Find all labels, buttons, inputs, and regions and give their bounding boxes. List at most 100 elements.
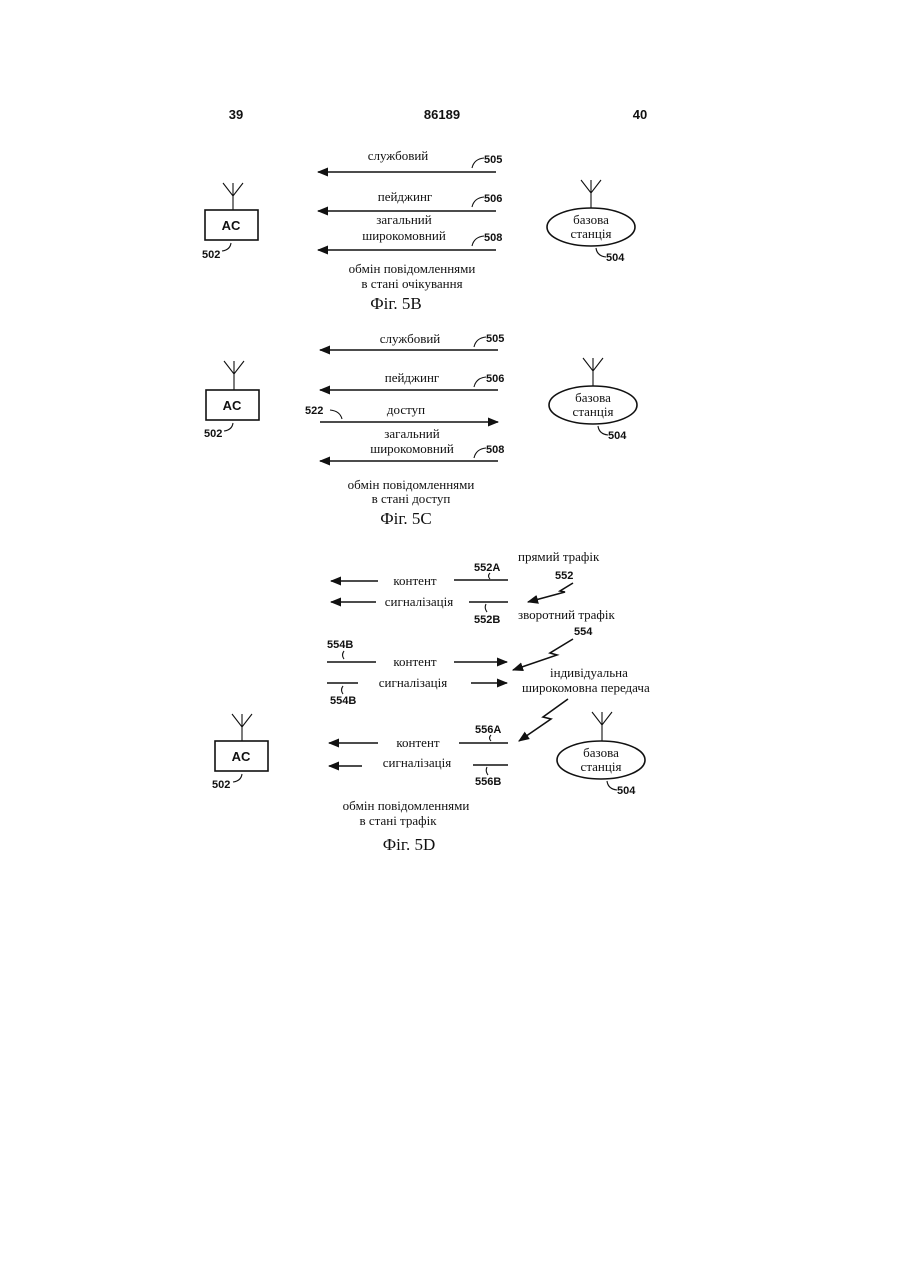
- ref-b: 556B: [475, 776, 501, 788]
- antenna-icon: [223, 183, 243, 210]
- base-station-label-line2: станція: [581, 759, 622, 774]
- channel-label: пейджинг: [385, 370, 440, 385]
- base-station-label-line2: станція: [573, 404, 614, 419]
- ref-leader: [222, 243, 231, 251]
- ref-a: 556A: [475, 724, 501, 736]
- base-station: базова станція 504: [547, 180, 635, 264]
- ref-leader: [489, 573, 491, 579]
- antenna-icon: [581, 180, 601, 208]
- mobile-station: AC 502: [204, 361, 259, 440]
- figure-5c: AC 502 службовий 505 пейджинг 506 доступ…: [204, 331, 637, 528]
- channel-ref: 508: [484, 232, 502, 244]
- ref-leader: [474, 377, 486, 387]
- figure-description-line2: в стані трафік: [359, 813, 437, 828]
- channel-ref: 505: [484, 154, 502, 166]
- ref-leader: [233, 774, 242, 782]
- forward-traffic-title: прямий трафік: [518, 549, 600, 564]
- ref-leader: [472, 158, 484, 168]
- content-label: контент: [396, 735, 440, 750]
- lightning-arrow-icon: [528, 583, 573, 602]
- base-station-label-line1: базова: [583, 745, 619, 760]
- base-station-label-line1: базова: [573, 212, 609, 227]
- individual-title-line1: індивідуальна: [550, 665, 628, 680]
- ref-a: 552A: [474, 562, 500, 574]
- reverse-traffic-title: зворотний трафік: [518, 607, 615, 622]
- content-label: контент: [393, 654, 437, 669]
- channel-ref: 508: [486, 444, 504, 456]
- ref-leader: [474, 337, 486, 347]
- page-number-right: 40: [633, 107, 647, 122]
- ref-leader: [486, 767, 488, 775]
- channel-label: доступ: [387, 402, 425, 417]
- figure-caption: Фіг. 5C: [380, 509, 432, 528]
- ref-leader: [472, 236, 484, 246]
- ref-leader: [474, 448, 486, 458]
- mobile-station: AC 502: [202, 183, 258, 261]
- mobile-station-ref: 502: [202, 249, 220, 261]
- channel-service: службовий 505: [320, 331, 504, 350]
- base-station-ref: 504: [617, 785, 636, 797]
- ref-leader: [596, 248, 606, 257]
- base-station-ref: 504: [606, 252, 625, 264]
- mobile-station-label: AC: [222, 218, 241, 233]
- base-station: базова станція 504: [549, 358, 637, 442]
- mobile-station-ref: 502: [212, 779, 230, 791]
- ref-leader: [490, 735, 492, 741]
- channel-ref: 522: [305, 405, 323, 417]
- figure-description-line1: обмін повідомленнями: [349, 261, 476, 276]
- ref-leader: [472, 197, 484, 207]
- channel-common-broadcast: загальний широкомовний 508: [318, 212, 502, 250]
- antenna-icon: [224, 361, 244, 390]
- lightning-arrow-icon: [519, 699, 568, 741]
- signal-label: сигналізація: [383, 755, 451, 770]
- mobile-station-ref: 502: [204, 428, 222, 440]
- base-station-label-line2: станція: [571, 226, 612, 241]
- figure-description-line1: обмін повідомленнями: [343, 798, 470, 813]
- base-station: базова станція 504: [557, 712, 645, 797]
- channel-ref: 506: [484, 193, 502, 205]
- reverse-traffic-ref: 554: [574, 626, 593, 638]
- mobile-station: AC 502: [212, 714, 268, 791]
- channel-service: службовий 505: [318, 148, 502, 172]
- mobile-station-label: AC: [232, 749, 251, 764]
- figure-5b: AC 502 службовий 505 пейджинг 506 загаль…: [202, 148, 635, 313]
- base-station-label-line1: базова: [575, 390, 611, 405]
- antenna-icon: [232, 714, 252, 741]
- ref-b: 552B: [474, 614, 500, 626]
- channel-paging: пейджинг 506: [318, 189, 502, 211]
- channel-common-broadcast: загальний широкомовний 508: [320, 426, 504, 461]
- ref-leader: [342, 686, 344, 694]
- channel-ref: 506: [486, 373, 504, 385]
- channel-label: службовий: [368, 148, 429, 163]
- content-label: контент: [393, 573, 437, 588]
- channel-label: службовий: [380, 331, 441, 346]
- page-header: 39 86189 40: [229, 107, 647, 122]
- base-station-ref: 504: [608, 430, 627, 442]
- ref-a: 554B: [327, 639, 353, 651]
- channel-label-line2: широкомовний: [362, 228, 446, 243]
- antenna-icon: [583, 358, 603, 386]
- channel-label-line1: загальний: [384, 426, 439, 441]
- channel-paging: пейджинг 506: [320, 370, 504, 390]
- document-number: 86189: [424, 107, 460, 122]
- channel-access: доступ 522: [305, 402, 498, 422]
- antenna-icon: [592, 712, 612, 741]
- channel-label-line1: загальний: [376, 212, 431, 227]
- ref-leader: [607, 781, 617, 790]
- figure-description-line1: обмін повідомленнями: [348, 477, 475, 492]
- mobile-station-label: AC: [223, 398, 242, 413]
- ref-leader: [598, 426, 608, 435]
- page-number-left: 39: [229, 107, 243, 122]
- ref-leader: [330, 410, 342, 419]
- ref-b: 554B: [330, 695, 356, 707]
- figure-caption: Фіг. 5D: [383, 835, 436, 854]
- figure-description-line2: в стані доступ: [372, 491, 451, 506]
- signal-label: сигналізація: [385, 594, 453, 609]
- figure-5d: контент сигналізація 552A 552B прямий тр…: [212, 549, 650, 854]
- forward-traffic-ref: 552: [555, 570, 573, 582]
- channel-label-line2: широкомовний: [370, 441, 454, 456]
- individual-title-line2: широкомовна передача: [522, 680, 650, 695]
- figure-caption: Фіг. 5B: [370, 294, 422, 313]
- signal-label: сигналізація: [379, 675, 447, 690]
